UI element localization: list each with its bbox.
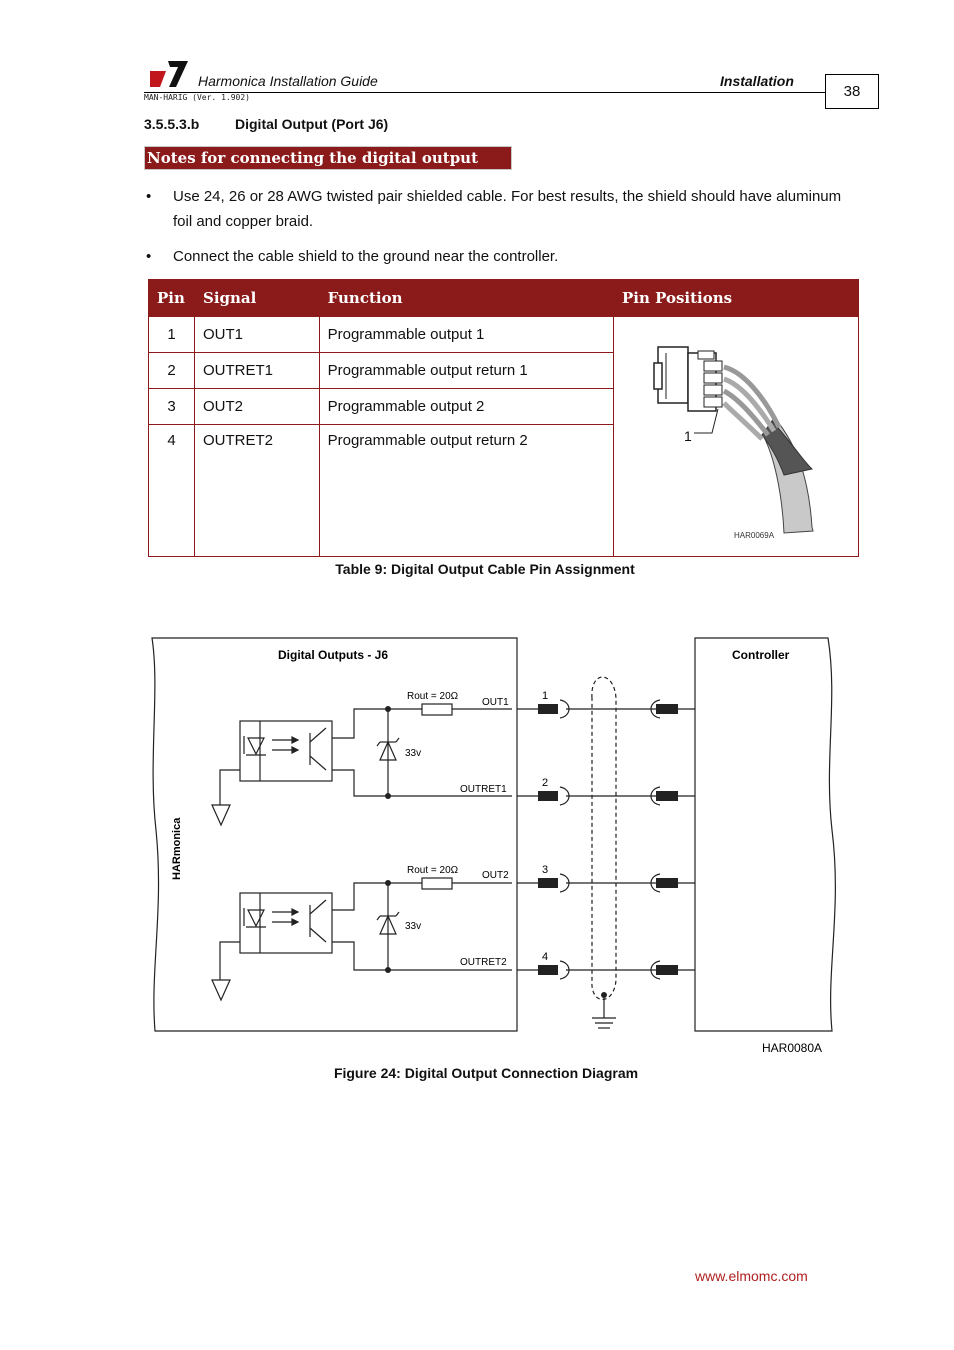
image-code: HAR0069A (734, 531, 775, 540)
signal-cell: OUT2 (193, 388, 320, 425)
zener-label: 33v (405, 921, 421, 932)
table-row: 2 OUTRET1 Programmable output return 1 (148, 352, 859, 389)
notes-banner: Notes for connecting the digital output … (144, 146, 512, 189)
figure-caption: Figure 24: Digital Output Connection Dia… (333, 1065, 639, 1081)
function-cell: Programmable output 2 (318, 388, 614, 425)
table-row: 4 OUTRET2 Programmable output return 2 (148, 424, 859, 557)
connector-illustration: 1 HAR0069A (653, 346, 814, 540)
document-version: MAN-HARIG (Ver. 1.902) (144, 93, 250, 102)
document-title: Harmonica Installation Guide (198, 73, 378, 89)
function-cell: Programmable output return 1 (318, 352, 614, 389)
bullet-text: Use 24, 26 or 28 AWG twisted pair shield… (173, 188, 842, 230)
output-channel-2 (211, 877, 512, 1002)
table-row: 1 OUT1 Programmable output 1 (148, 316, 860, 557)
pin-cell: 1 (148, 316, 195, 353)
bullet-text: Connect the cable shield to the ground n… (173, 248, 559, 265)
pin-number: 3 (542, 864, 548, 876)
section-number: 3.5.5.3.b (144, 116, 200, 132)
section-title: Digital Output (Port J6) (235, 116, 389, 132)
header-pin-positions: Pin Positions (612, 279, 860, 317)
connection-diagram: Digital Outputs - J6 Controller HARmonic… (151, 637, 836, 1055)
zener-label: 33v (405, 748, 421, 759)
pin-positions-image: 1 HAR0069A (612, 316, 860, 557)
diagram-code: HAR0080A (762, 1041, 822, 1055)
header-signal: Signal (193, 279, 320, 317)
output-channel-1 (211, 703, 512, 827)
notes-list: • Use 24, 26 or 28 AWG twisted pair shiel… (144, 184, 844, 279)
section-heading: 3.5.5.3.b Digital Output (Port J6) (144, 116, 388, 132)
harmonica-vertical-label: HARmonica (171, 817, 183, 880)
header-function: Function (318, 279, 614, 317)
pin-number: 2 (542, 777, 548, 789)
footer-website-link[interactable]: www.elmomc.com (695, 1268, 808, 1284)
header-rule (144, 92, 825, 93)
table-caption: Table 9: Digital Output Cable Pin Assign… (335, 561, 635, 577)
function-cell: Programmable output return 2 (318, 424, 614, 557)
signal-label-out1: OUT1 (482, 697, 509, 708)
signal-cell: OUTRET1 (193, 352, 320, 389)
chapter-name: Installation (720, 73, 794, 89)
right-box-title: Controller (732, 648, 790, 662)
bullet-icon: • (146, 188, 152, 205)
pin-assignment-table: Pin Signal Function Pin Positions 1 OUT1… (148, 279, 860, 557)
header-pin: Pin (148, 279, 195, 317)
signal-label-out2: OUT2 (482, 870, 509, 881)
signal-cell: OUT1 (193, 316, 320, 353)
function-cell: Programmable output 1 (318, 316, 614, 353)
cable-shield (591, 676, 617, 1000)
pin-cell: 3 (148, 388, 195, 425)
resistor-label: Rout = 20Ω (407, 691, 459, 702)
signal-label-outret1: OUTRET1 (460, 784, 507, 795)
list-item: • Connect the cable shield to the ground … (144, 244, 844, 269)
signal-cell: OUTRET2 (193, 424, 320, 557)
pin-number: 1 (542, 690, 548, 702)
left-box-title: Digital Outputs - J6 (278, 648, 388, 662)
harmonica-box (151, 637, 518, 1032)
resistor-label: Rout = 20Ω (407, 865, 459, 876)
pin-cell: 4 (148, 424, 195, 557)
signal-label-outret2: OUTRET2 (460, 957, 507, 968)
pin-cell: 2 (148, 352, 195, 389)
bullet-icon: • (146, 248, 152, 265)
pin-number: 4 (542, 951, 548, 963)
list-item: • Use 24, 26 or 28 AWG twisted pair shiel… (144, 184, 844, 234)
page-number: 38 (825, 74, 879, 109)
controller-box (694, 637, 836, 1032)
pin-one-label: 1 (684, 428, 692, 444)
elmo-logo (150, 61, 188, 87)
connector-pins (538, 704, 678, 975)
table-header-row: Pin Signal Function Pin Positions (148, 279, 860, 317)
